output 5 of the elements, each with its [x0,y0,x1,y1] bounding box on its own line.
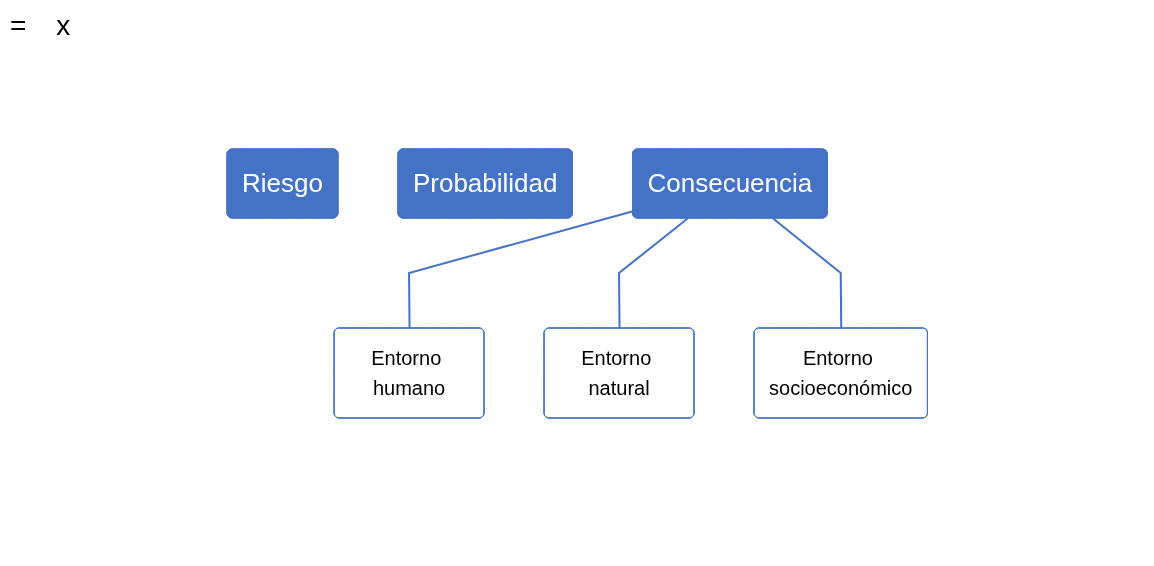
connector [407,209,634,329]
operator-sign: = [10,10,27,42]
connector [771,217,842,329]
operator-sign: x [56,10,71,42]
connector [617,217,689,329]
